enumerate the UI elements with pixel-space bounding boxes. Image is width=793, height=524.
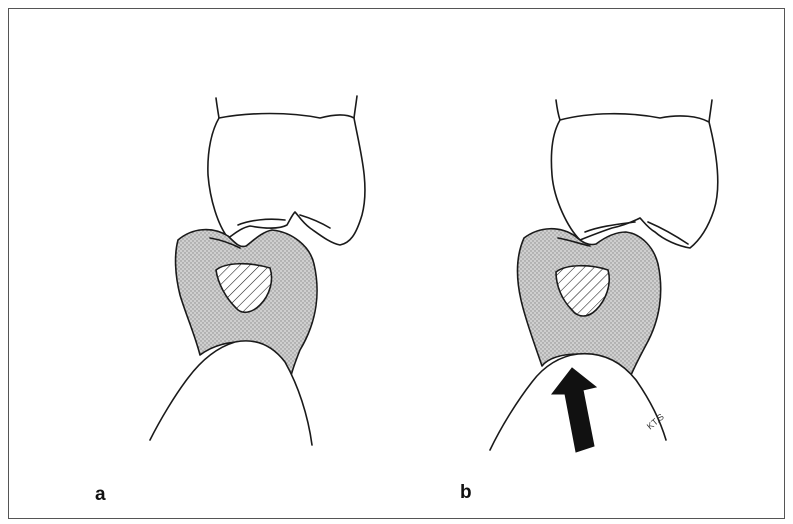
panel-label-a: a	[95, 485, 106, 504]
upper-tooth-b	[551, 114, 717, 248]
panel-a	[150, 96, 365, 445]
figure-frame	[9, 9, 785, 519]
panel-b: KT.S	[490, 100, 718, 450]
upper-tooth-a	[208, 114, 365, 246]
panel-label-b: b	[460, 483, 472, 502]
